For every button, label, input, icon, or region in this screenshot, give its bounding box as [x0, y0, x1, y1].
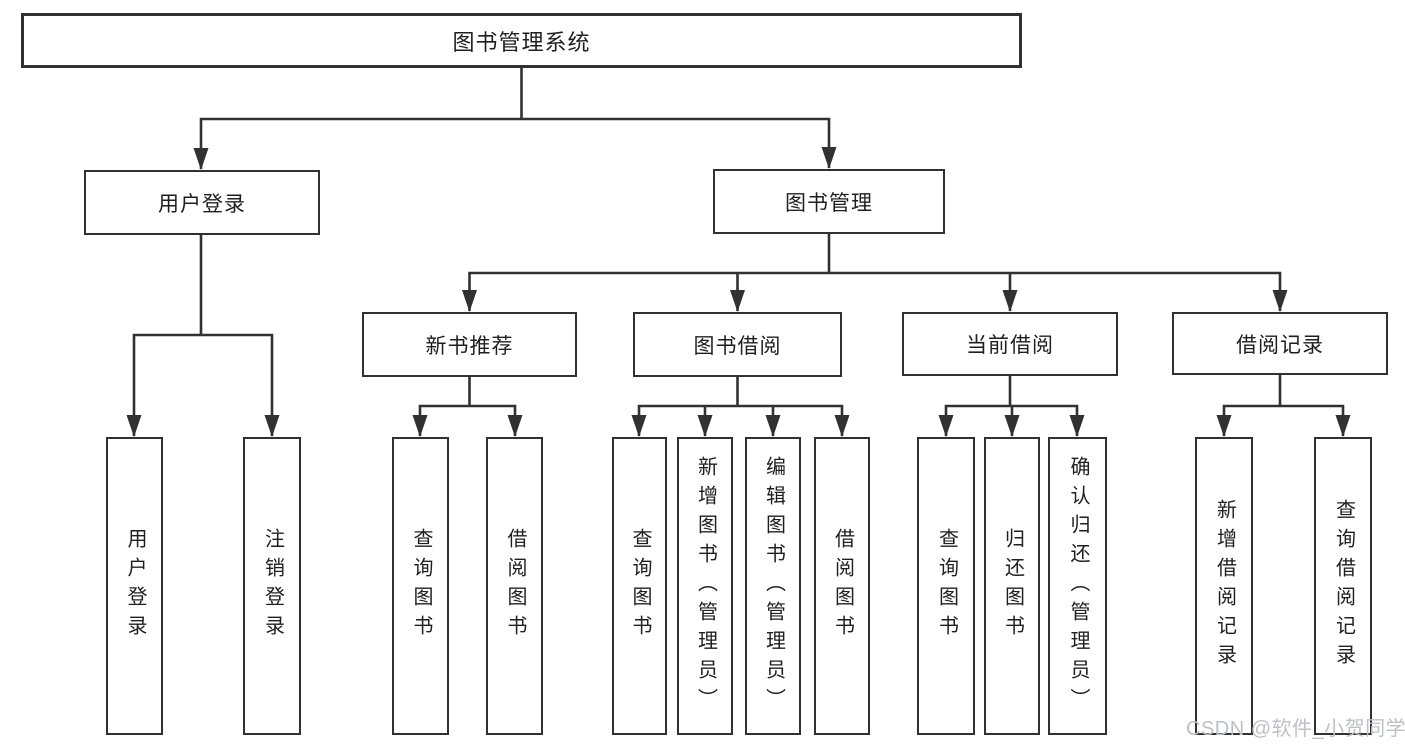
node-label: 图书管理系统	[452, 29, 591, 55]
leaf-query-books-current: 查询图书	[917, 437, 975, 735]
connector-root-to-level1	[193, 66, 837, 170]
leaf-label: 注销登录	[261, 528, 284, 644]
leaf-query-books-borrowing: 查询图书	[612, 437, 667, 735]
leaf-label: 归还图书	[1001, 528, 1024, 644]
node-label: 借阅记录	[1236, 333, 1324, 357]
node-label: 用户登录	[158, 192, 246, 216]
node-library-management-system: 图书管理系统	[21, 13, 1022, 68]
leaf-query-borrow-record: 查询借阅记录	[1314, 437, 1372, 735]
node-label: 新书推荐	[425, 334, 514, 358]
leaf-label: 确认归还（管理员）	[1067, 455, 1089, 717]
leaf-user-login: 用户登录	[106, 437, 163, 735]
leaf-confirm-return-admin: 确认归还（管理员）	[1048, 437, 1107, 735]
leaf-query-books-recommend: 查询图书	[392, 437, 449, 735]
node-label: 图书借阅	[693, 334, 782, 358]
leaf-borrow-books: 借阅图书	[814, 437, 870, 735]
leaf-label: 新增图书（管理员）	[694, 455, 717, 717]
leaf-return-books: 归还图书	[984, 437, 1040, 735]
node-current-borrowing: 当前借阅	[902, 312, 1118, 376]
leaf-label: 查询图书	[935, 528, 958, 644]
leaf-label: 查询借阅记录	[1332, 499, 1355, 673]
connector-user-login-children	[126, 233, 280, 437]
connector-borrow-records-children	[1216, 374, 1351, 437]
leaf-label: 新增借阅记录	[1213, 499, 1236, 673]
node-label: 图书管理	[785, 191, 873, 215]
leaf-label: 查询图书	[629, 528, 651, 644]
node-book-borrowing: 图书借阅	[633, 312, 842, 377]
leaf-label: 借阅图书	[831, 528, 854, 644]
leaf-logout-login: 注销登录	[243, 437, 301, 735]
node-new-book-recommend: 新书推荐	[362, 312, 577, 377]
leaf-label: 编辑图书（管理员）	[762, 455, 785, 717]
connector-book-management-children	[462, 232, 1288, 312]
connector-book-borrowing-children	[631, 375, 850, 437]
leaf-borrow-books-recommend: 借阅图书	[486, 437, 543, 735]
leaf-edit-book-admin: 编辑图书（管理员）	[745, 437, 801, 735]
csdn-watermark: CSDN @软件_小贺同学	[1186, 718, 1405, 740]
leaf-add-borrow-record: 新增借阅记录	[1195, 437, 1253, 735]
connector-new-book-recommend-children	[412, 375, 523, 437]
leaf-label: 借阅图书	[504, 528, 526, 644]
node-user-login: 用户登录	[84, 170, 320, 235]
leaf-add-book-admin: 新增图书（管理员）	[677, 437, 733, 735]
node-book-management: 图书管理	[713, 169, 945, 234]
node-borrow-records: 借阅记录	[1172, 312, 1388, 375]
node-label: 当前借阅	[966, 334, 1054, 357]
connector-current-borrowing-children	[938, 375, 1085, 437]
leaf-label: 查询图书	[410, 528, 432, 644]
leaf-label: 用户登录	[124, 528, 146, 644]
